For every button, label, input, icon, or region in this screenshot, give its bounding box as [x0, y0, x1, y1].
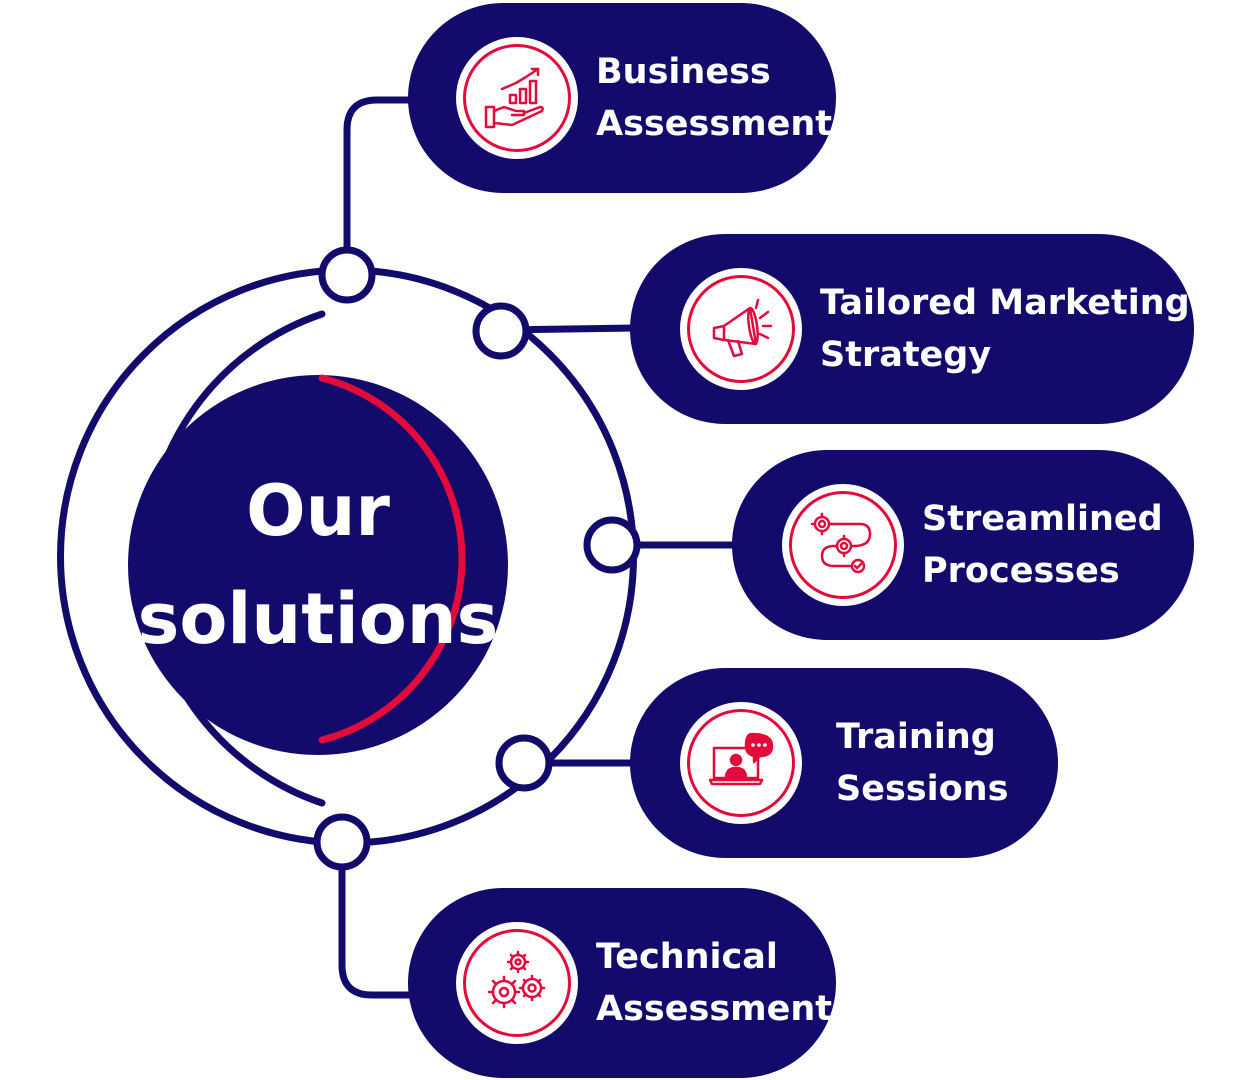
node-training [495, 734, 553, 792]
solution-business-assessment: Business Assessment [408, 3, 836, 193]
node-processes [583, 516, 641, 574]
badge [456, 37, 578, 159]
center-title-line2: solutions [137, 578, 499, 660]
solution-label: Technical Assessment [596, 931, 832, 1035]
solution-tailored-marketing-strategy: Tailored Marketing Strategy [630, 234, 1194, 424]
gears-icon [487, 950, 546, 1009]
solution-label: Streamlined Processes [922, 493, 1163, 597]
solution-label-line2: Sessions [836, 769, 1009, 809]
solution-label-line2: Assessment [596, 104, 833, 144]
solution-streamlined-processes: Streamlined Processes [732, 450, 1194, 640]
solution-label: Business Assessment [596, 46, 832, 150]
solution-label-line2: Strategy [820, 335, 992, 375]
solution-label-line1: Streamlined [922, 499, 1163, 539]
gear-process-flow-icon [810, 512, 872, 574]
connector-business [343, 96, 410, 271]
hand-growth-chart-icon [484, 67, 544, 129]
solution-label-line1: Technical [596, 937, 778, 977]
solution-label-line1: Training [836, 717, 996, 757]
badge [782, 484, 904, 606]
solution-label-line1: Tailored Marketing [820, 283, 1190, 323]
connector-technical [338, 842, 410, 999]
center-title: Our solutions [128, 375, 508, 755]
solution-training-sessions: Training Sessions [630, 668, 1058, 858]
center-disc [128, 375, 508, 755]
solution-label-line2: Assessment [596, 989, 833, 1029]
center-title-line1: Our [246, 470, 390, 552]
solution-label-line1: Business [596, 52, 771, 92]
badge [680, 702, 802, 824]
solution-label: Training Sessions [836, 711, 1008, 815]
node-marketing [472, 302, 530, 360]
solution-label-line2: Processes [922, 551, 1120, 591]
badge [456, 922, 578, 1044]
megaphone-icon [712, 298, 773, 358]
node-business [318, 246, 376, 304]
video-presenter-chat-icon [708, 732, 774, 786]
solution-technical-assessment: Technical Assessment [408, 888, 836, 1078]
solution-label: Tailored Marketing Strategy [820, 277, 1190, 381]
accent-arc [318, 374, 466, 744]
badge [680, 268, 802, 390]
node-technical [313, 813, 371, 871]
